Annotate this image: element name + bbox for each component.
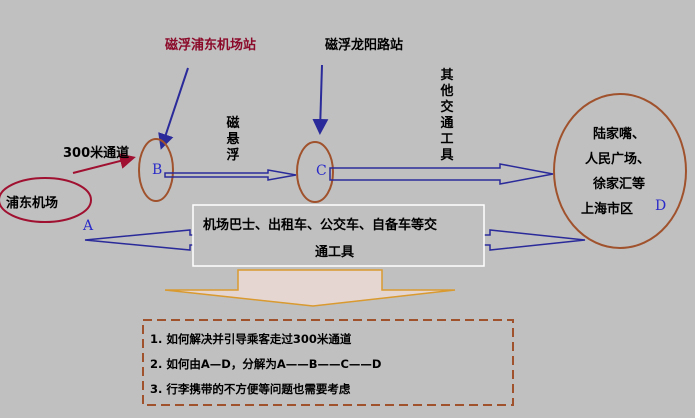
maglev-label: 磁悬浮 xyxy=(226,116,240,163)
district-1: 陆家嘴、 xyxy=(593,127,646,142)
node-d-ellipse xyxy=(553,93,687,249)
node-d-label: D xyxy=(655,198,667,214)
node-a-label: A xyxy=(83,218,94,234)
transport-line-1: 机场巴士、出租车、公交车、自备车等交 xyxy=(203,218,438,233)
question-1: 1. 如何解决并引导乘客走过300米通道 xyxy=(150,332,352,346)
transport-box-frame xyxy=(192,204,485,267)
question-2: 2. 如何由A—D，分解为A——B——C——D xyxy=(150,357,382,371)
down-arrow xyxy=(164,269,456,307)
passage-label: 300米通道 xyxy=(63,146,130,161)
node-c-label: C xyxy=(316,163,327,179)
b-to-c-arrow xyxy=(164,169,297,181)
district-3: 徐家汇等 xyxy=(593,177,646,192)
longyang-maglev-station-label: 磁浮龙阳路站 xyxy=(325,38,404,53)
airport-label: 浦东机场 xyxy=(6,196,59,211)
district-2: 人民广场、 xyxy=(585,152,651,167)
node-b-label: B xyxy=(152,162,163,178)
a-to-d-double-arrow xyxy=(84,229,586,251)
longyang-station-pointer-arrow xyxy=(312,64,329,135)
pudong-station-pointer-arrow xyxy=(158,67,189,150)
question-3: 3. 行李携带的不方便等问题也需要考虑 xyxy=(150,382,351,396)
node-b-ellipse xyxy=(138,138,174,202)
district-4: 上海市区 xyxy=(581,202,634,217)
passage-arrow xyxy=(72,153,136,174)
questions-box-frame xyxy=(142,319,514,406)
node-c-ellipse xyxy=(296,141,334,203)
transport-line-2: 通工具 xyxy=(315,245,355,260)
pudong-maglev-station-label: 磁浮浦东机场站 xyxy=(165,38,257,53)
other-transport-label: 其他交通工具 xyxy=(440,68,454,163)
c-to-d-arrow xyxy=(329,163,554,185)
airport-ellipse xyxy=(0,177,92,223)
